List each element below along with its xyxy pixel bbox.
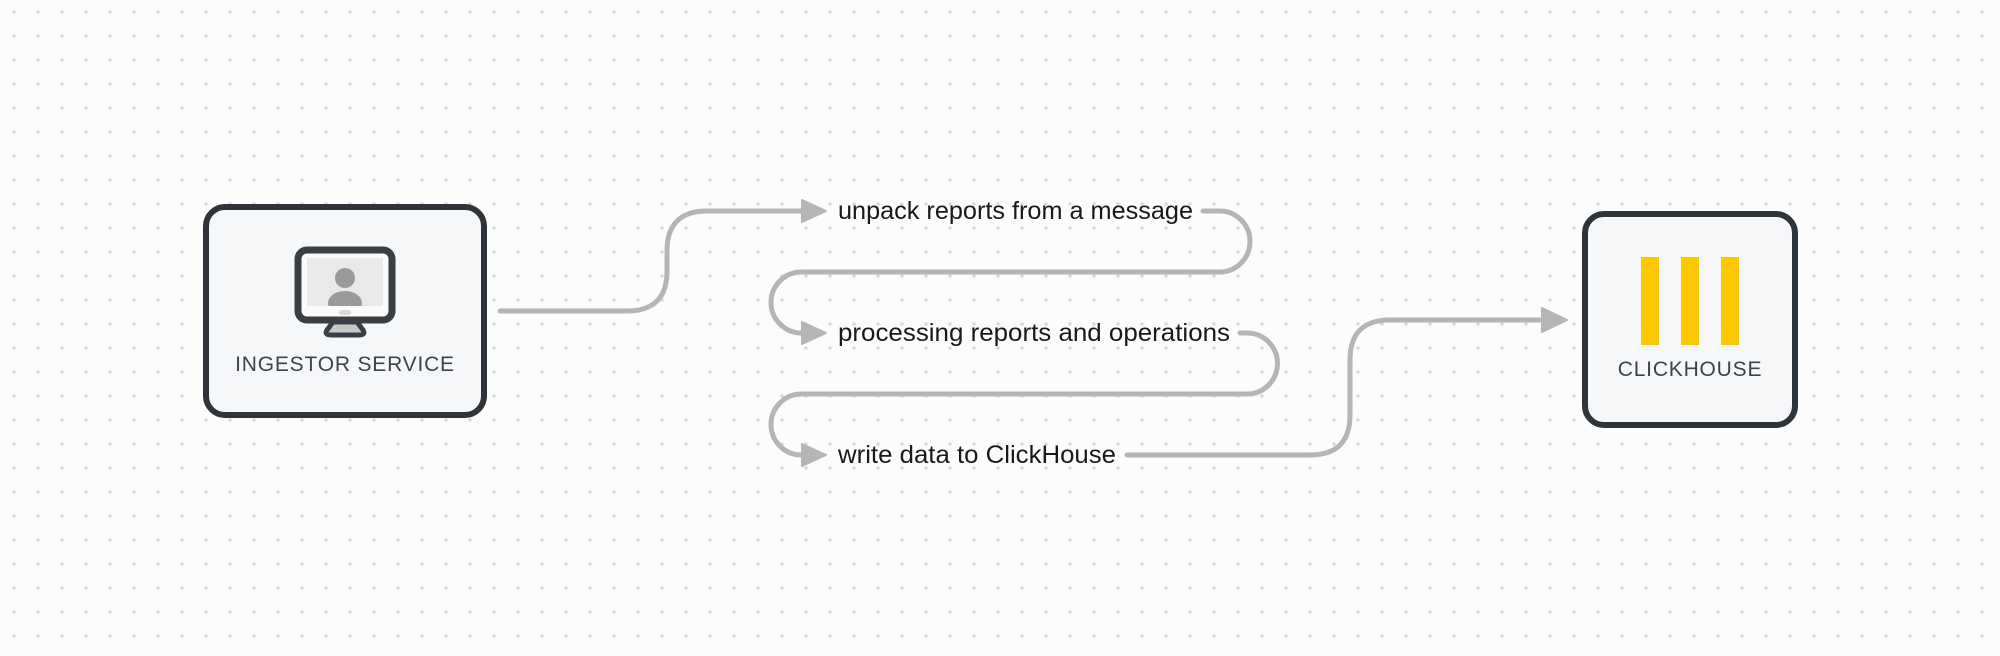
arrowhead-step1-icon [801, 199, 827, 223]
arrowhead-step3-icon [801, 443, 827, 467]
connector-step2-to-step3 [768, 330, 1280, 458]
node-label-clickhouse: CLICKHOUSE [1617, 358, 1763, 381]
arrowhead-clickhouse-icon [1541, 307, 1568, 333]
node-ingestor-service: INGESTOR SERVICE [203, 204, 487, 418]
step-label-1: unpack reports from a message [838, 197, 1193, 225]
connector-step1-to-step2 [768, 208, 1253, 336]
arrowhead-step2-icon [801, 321, 827, 345]
clickhouse-bars-icon [1641, 257, 1739, 345]
monitor-user-icon [294, 246, 396, 337]
connector-ingestor-to-step1 [497, 208, 804, 314]
node-clickhouse: CLICKHOUSE [1582, 211, 1798, 428]
node-label-ingestor-service: INGESTOR SERVICE [235, 352, 455, 376]
step-label-3: write data to ClickHouse [837, 441, 1116, 469]
connector-step3-to-clickhouse [1124, 317, 1544, 458]
step-label-2: processing reports and operations [838, 319, 1230, 347]
